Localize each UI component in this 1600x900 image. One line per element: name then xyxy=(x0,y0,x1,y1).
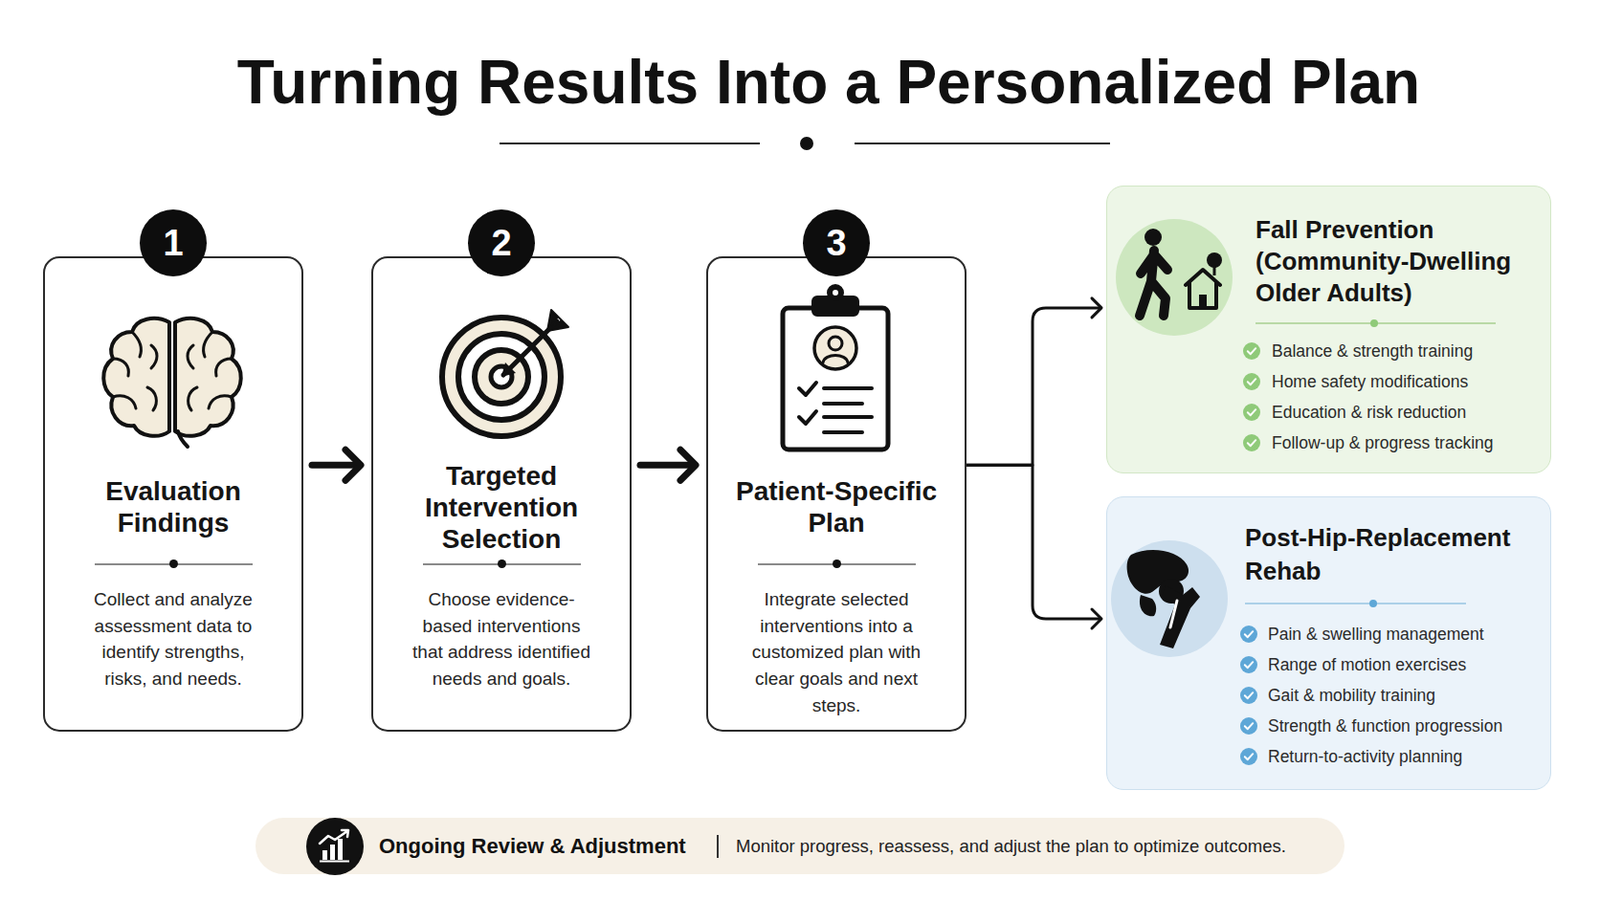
step-description: Integrate selected interventions into a … xyxy=(735,586,937,720)
check-bullet xyxy=(1243,434,1261,452)
review-band: Ongoing Review & Adjustment Monitor progr… xyxy=(255,818,1345,875)
flow-arrow xyxy=(966,298,1102,466)
check-bullet xyxy=(1243,373,1261,391)
check-circle xyxy=(1243,434,1261,452)
step-number-text: 1 xyxy=(162,224,183,262)
step-description: Collect and analyze assessment data to i… xyxy=(82,586,265,693)
divider-line xyxy=(499,142,760,145)
step-description: Choose evidence-based interventions that… xyxy=(405,586,598,693)
check-tick xyxy=(1247,409,1256,416)
check-tick xyxy=(1247,348,1256,355)
divider-dot xyxy=(497,559,507,569)
flow-arrow xyxy=(966,465,1102,629)
check-tick xyxy=(1244,723,1253,730)
connector-line xyxy=(311,462,357,469)
divider-line xyxy=(854,142,1111,145)
heading-area: Evaluation Findings xyxy=(44,459,302,556)
divider-dot xyxy=(832,559,842,569)
check-bullet xyxy=(1240,625,1258,644)
pathway-panel: Post-Hip-Replacement RehabPain & swellin… xyxy=(1106,496,1552,791)
checklist-item: Balance & strength training xyxy=(1271,335,1473,367)
step-number: 2 xyxy=(467,209,535,277)
step-heading: Patient-Specific Plan xyxy=(721,475,952,539)
flow-arrow xyxy=(640,449,696,481)
step-box: Evaluation FindingsCollect and analyze a… xyxy=(43,256,304,733)
step-number: 3 xyxy=(802,209,870,277)
checklist-item: Education & risk reduction xyxy=(1271,397,1467,428)
panel-heading: Fall Prevention (Community-Dwelling Olde… xyxy=(1255,214,1534,310)
connector-line xyxy=(640,462,692,469)
checklist-item: Range of motion exercises xyxy=(1267,649,1467,681)
check-bullet xyxy=(1243,342,1261,360)
check-bullet xyxy=(1240,656,1258,674)
check-bullet xyxy=(1240,717,1258,735)
check-bullet xyxy=(1240,748,1258,766)
check-circle xyxy=(1243,342,1261,360)
title-divider xyxy=(499,136,1111,151)
check-tick xyxy=(1244,692,1253,699)
arrow-head xyxy=(680,449,696,481)
separator xyxy=(716,835,719,859)
panel-heading: Post-Hip-Replacement Rehab xyxy=(1244,521,1523,589)
divider-dot xyxy=(800,136,814,151)
checklist-item: Return-to-activity planning xyxy=(1267,741,1463,773)
check-circle xyxy=(1240,748,1258,766)
divider-dot xyxy=(1370,319,1378,328)
check-circle xyxy=(1240,625,1258,644)
checklist-item: Home safety modifications xyxy=(1271,366,1468,398)
check-bullet xyxy=(1243,403,1261,422)
arrow-head xyxy=(1091,609,1102,629)
flow-arrow xyxy=(311,449,361,481)
band-heading: Ongoing Review & Adjustment xyxy=(378,818,687,875)
connector-line xyxy=(966,308,1100,466)
arrow-head xyxy=(1091,298,1102,318)
check-circle xyxy=(1240,656,1258,674)
check-tick xyxy=(1247,378,1256,385)
check-tick xyxy=(1244,754,1253,760)
check-tick xyxy=(1247,440,1256,446)
heading-area: Patient-Specific Plan xyxy=(708,459,965,556)
step-box: Targeted Intervention SelectionChoose ev… xyxy=(371,256,632,733)
step-heading: Evaluation Findings xyxy=(58,475,289,539)
check-circle xyxy=(1243,403,1261,422)
check-tick xyxy=(1244,631,1253,638)
step-number-text: 2 xyxy=(490,224,512,262)
checklist-item: Pain & swelling management xyxy=(1267,619,1485,650)
step-number-text: 3 xyxy=(825,224,846,262)
divider-dot xyxy=(169,559,178,569)
check-circle xyxy=(1240,717,1258,735)
check-circle xyxy=(1243,373,1261,391)
heading-area: Targeted Intervention Selection xyxy=(373,459,630,556)
checklist-item: Strength & function progression xyxy=(1267,711,1503,742)
connector-line xyxy=(966,465,1100,620)
step-number: 1 xyxy=(139,209,207,277)
checklist-item: Gait & mobility training xyxy=(1267,680,1436,712)
divider-dot xyxy=(1369,600,1378,608)
check-bullet xyxy=(1240,687,1258,705)
diagram-title: Turning Results Into a Personalized Plan xyxy=(158,44,1499,121)
arrow-head xyxy=(345,449,361,481)
check-circle xyxy=(1240,687,1258,705)
divider-line xyxy=(1244,602,1467,605)
check-tick xyxy=(1244,662,1253,668)
step-heading: Targeted Intervention Selection xyxy=(386,460,617,556)
pathway-panel: Fall Prevention (Community-Dwelling Olde… xyxy=(1106,185,1552,474)
checklist-item: Follow-up & progress tracking xyxy=(1271,427,1493,459)
step-box: Patient-Specific PlanIntegrate selected … xyxy=(706,256,967,733)
band-text: Monitor progress, reassess, and adjust t… xyxy=(735,818,1287,875)
